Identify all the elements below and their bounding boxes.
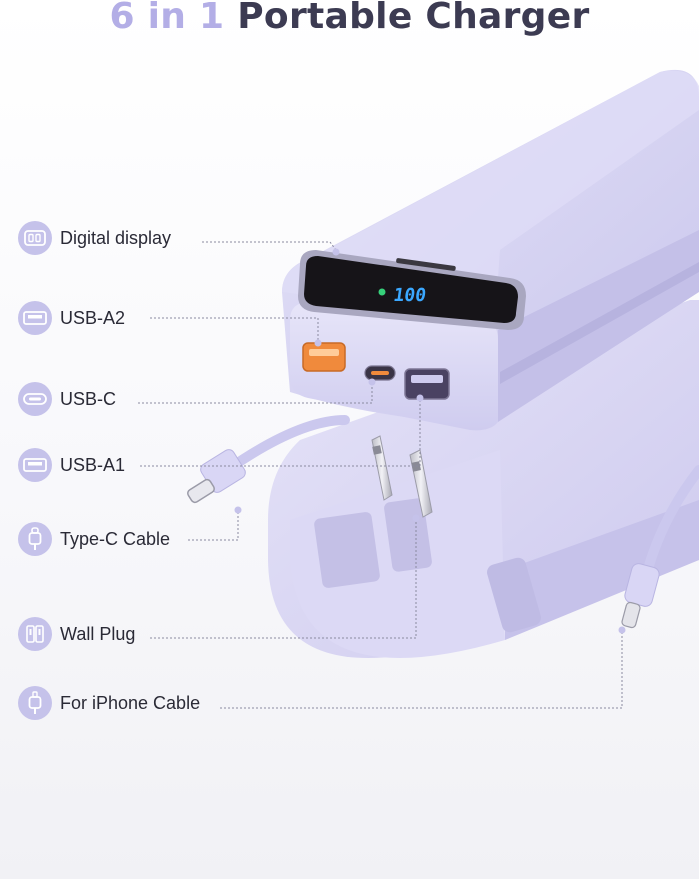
iphone-cable-illustration bbox=[621, 465, 699, 629]
wall-plug-icon bbox=[18, 617, 52, 651]
usb-a-port-icon bbox=[18, 301, 52, 335]
feature-label: Digital display bbox=[60, 227, 172, 248]
feature-usb-a2: USB-A2 bbox=[18, 301, 125, 335]
callout-dots bbox=[234, 248, 626, 634]
page-title: 6 in 1 Portable Charger bbox=[0, 0, 699, 37]
feature-usb-c: USB-C bbox=[18, 382, 116, 416]
power-bank-upper-unit bbox=[282, 69, 699, 431]
charger-base-unit bbox=[268, 300, 699, 658]
feature-label: Wall Plug bbox=[60, 623, 136, 644]
type-c-cable-icon bbox=[18, 522, 52, 556]
feature-type-c-cable: Type-C Cable bbox=[18, 522, 170, 556]
usb-a1-port bbox=[404, 368, 450, 400]
usb-a2-port bbox=[302, 342, 346, 372]
feature-label: USB-A2 bbox=[60, 307, 126, 328]
feature-label: USB-A1 bbox=[60, 454, 126, 475]
wall-plug-pins bbox=[371, 435, 433, 518]
title-accent: 6 in 1 bbox=[109, 0, 225, 37]
usb-a-port-icon bbox=[18, 448, 52, 482]
feature-wall-plug: Wall Plug bbox=[18, 617, 135, 651]
feature-label: Type-C Cable bbox=[60, 528, 171, 549]
callout-leader-lines bbox=[138, 241, 623, 709]
display-reading: 100 bbox=[392, 285, 427, 306]
usb-c-port bbox=[364, 365, 396, 381]
feature-label: For iPhone Cable bbox=[60, 692, 201, 713]
title-main: Portable Charger bbox=[224, 0, 590, 37]
feature-usb-a1: USB-A1 bbox=[18, 448, 125, 482]
feature-digital-display: Digital display bbox=[18, 221, 171, 255]
digital-display-screen: 100 bbox=[298, 250, 526, 330]
type-c-cable-illustration bbox=[187, 415, 350, 504]
feature-label: USB-C bbox=[60, 388, 117, 409]
feature-iphone-cable: For iPhone Cable bbox=[18, 686, 200, 720]
digital-display-icon bbox=[18, 221, 52, 255]
iphone-cable-icon bbox=[18, 686, 52, 720]
usb-c-port-icon bbox=[18, 382, 52, 416]
